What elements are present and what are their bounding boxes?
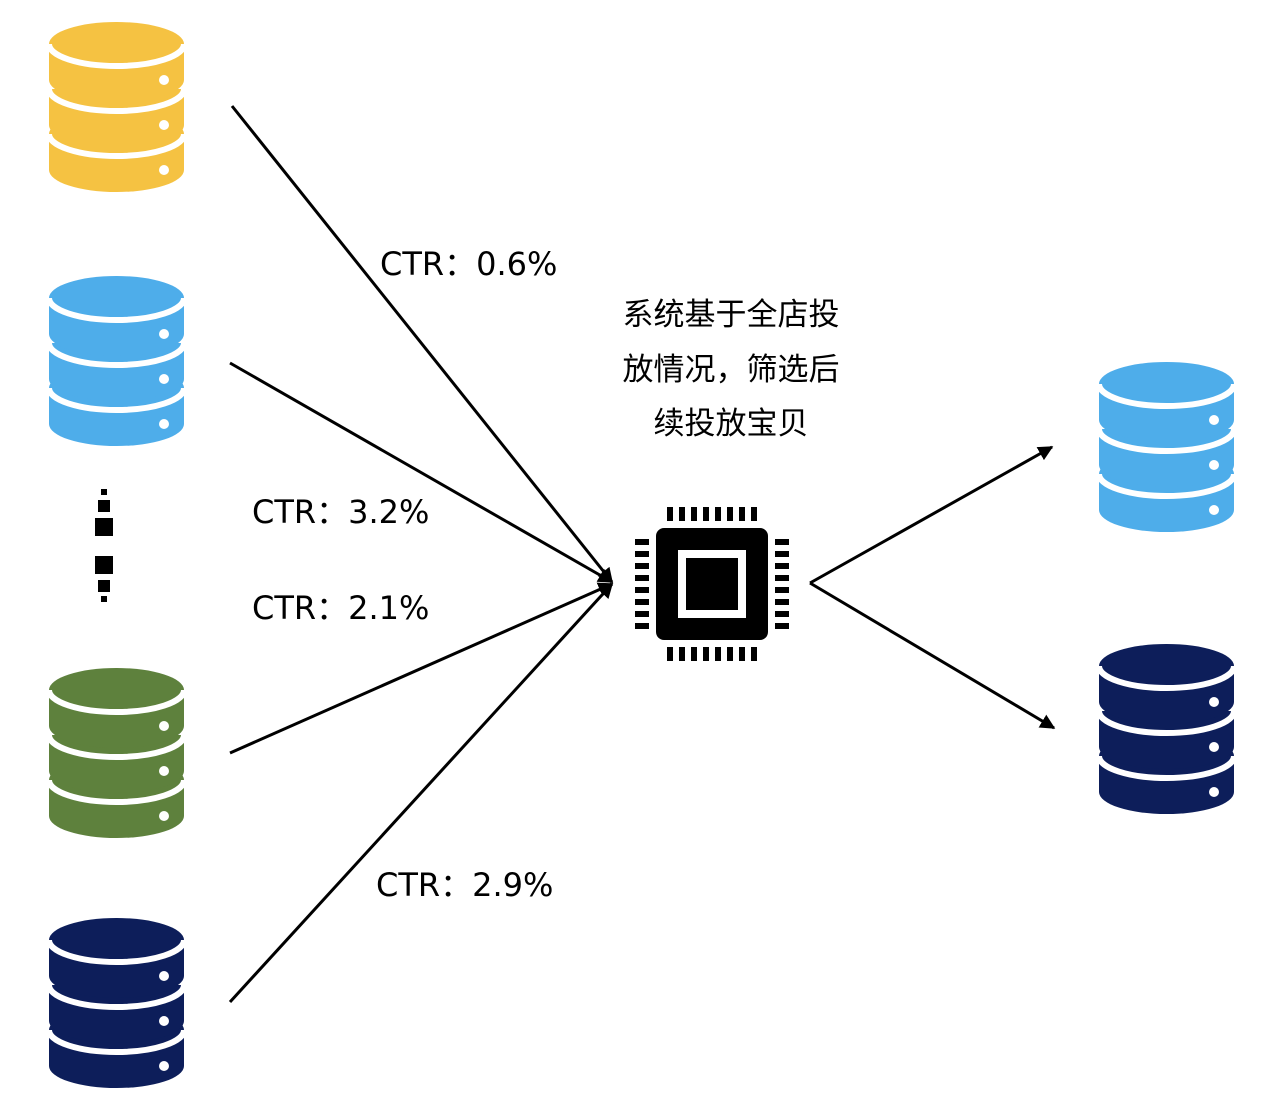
source-db-light-blue [46,276,187,446]
edge-source-light-blue [229,361,614,584]
edge-source-navy [228,582,614,1004]
ctr-label-4: CTR：2.9% [376,866,553,904]
database-icon [46,276,187,446]
process-description: 系统基于全店投 放情况，筛选后 续投放宝贝 [623,297,840,442]
ctr-label-3: CTR：2.1% [252,589,429,627]
ctr-label-1: CTR：0.6% [380,245,557,283]
database-icon [46,918,187,1088]
cpu-chip-icon [635,507,789,661]
edge-output-light-blue [809,445,1054,585]
database-icon [1096,362,1237,532]
ctr-label-2: CTR：3.2% [252,493,429,531]
edge-source-green [229,582,614,755]
edge-output-navy [809,581,1056,730]
vertical-ellipsis-icon [95,489,113,602]
description-line-3: 续投放宝贝 [654,406,809,442]
source-db-navy [46,918,187,1088]
database-icon [46,668,187,838]
source-db-yellow [46,22,187,192]
output-db-light-blue [1096,362,1237,532]
source-db-green [46,668,187,838]
database-icon [46,22,187,192]
description-line-1: 系统基于全店投 [623,297,840,333]
edge-source-yellow [230,105,614,584]
output-db-navy [1096,644,1237,814]
description-line-2: 放情况，筛选后 [623,352,840,388]
database-icon [1096,644,1237,814]
